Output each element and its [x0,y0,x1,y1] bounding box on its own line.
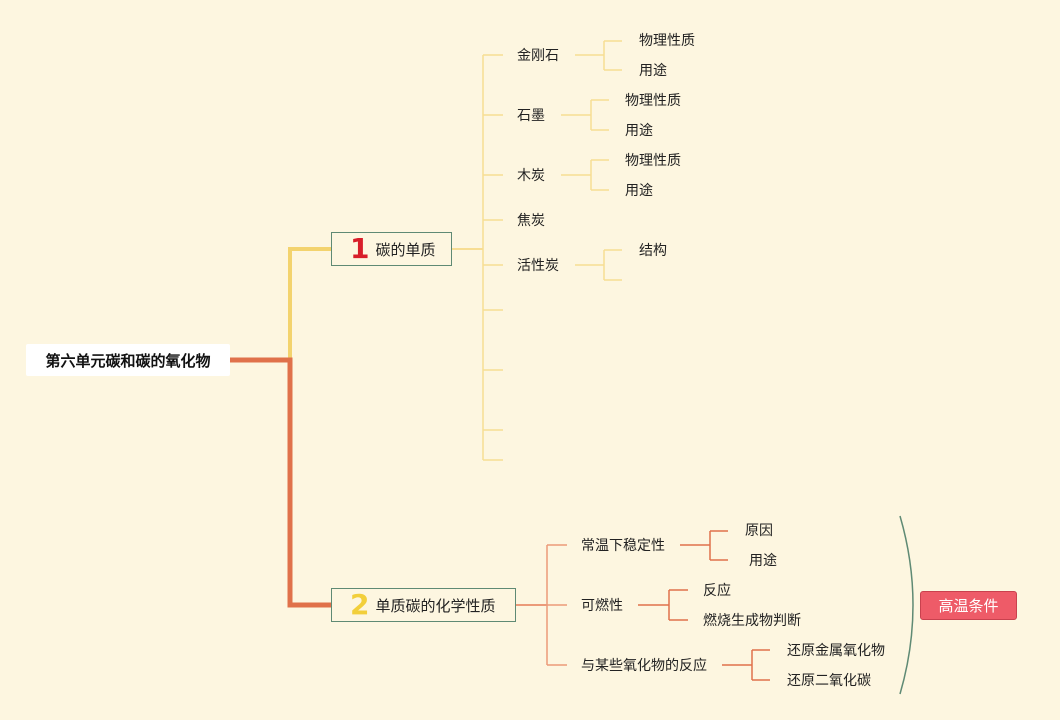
node-charcoal-physical-properties[interactable]: 物理性质 [625,153,681,169]
connector-reaction-children [722,649,770,681]
node-stability-reason[interactable]: 原因 [745,523,773,539]
summary-tag-label: 高温条件 [938,597,999,615]
topic-carbon-chemical-properties[interactable]: 2 单质碳的化学性质 [331,588,516,622]
node-reduce-carbon-dioxide[interactable]: 还原二氧化碳 [787,673,871,689]
node-diamond-physical-properties[interactable]: 物理性质 [639,33,695,49]
node-reaction-with-oxides[interactable]: 与某些氧化物的反应 [581,658,707,674]
connector-stability-children [680,530,728,561]
root-node[interactable]: 第六单元碳和碳的氧化物 [26,344,230,376]
node-stability-uses[interactable]: 用途 [749,553,777,569]
connector-root-branch2 [230,357,331,608]
node-diamond[interactable]: 金刚石 [517,48,559,64]
node-charcoal-uses[interactable]: 用途 [625,183,653,199]
topic-number-1: 1 [350,232,370,265]
summary-bracket [899,515,914,695]
summary-tag-high-temperature[interactable]: 高温条件 [920,591,1017,620]
connector-activated-carbon-children [575,249,622,281]
node-charcoal[interactable]: 木炭 [517,168,545,184]
connector-graphite-children [561,99,609,131]
connector-root-branch1 [230,247,331,362]
connector-combustibility-children [638,589,688,621]
node-reduce-metal-oxides[interactable]: 还原金属氧化物 [787,643,885,659]
topic-carbon-elements-label: 碳的单质 [375,240,436,259]
node-activated-carbon-structure[interactable]: 结构 [639,243,667,259]
node-coke[interactable]: 焦炭 [517,213,545,229]
node-activated-carbon[interactable]: 活性炭 [517,258,559,274]
connector-branch1-ticks [483,54,503,461]
topic-carbon-elements[interactable]: 1 碳的单质 [331,232,452,266]
connector-charcoal-children [561,159,609,191]
connector-branch2-spine [546,544,567,666]
connector-diamond-children [575,40,622,71]
node-combustion-reaction[interactable]: 反应 [703,583,731,599]
node-diamond-uses[interactable]: 用途 [639,63,667,79]
node-combustibility[interactable]: 可燃性 [581,598,623,614]
topic-carbon-chemical-properties-label: 单质碳的化学性质 [375,596,496,615]
topic-number-2: 2 [350,588,370,621]
node-graphite-physical-properties[interactable]: 物理性质 [625,93,681,109]
node-graphite[interactable]: 石墨 [517,108,545,124]
root-node-label: 第六单元碳和碳的氧化物 [45,351,211,370]
node-graphite-uses[interactable]: 用途 [625,123,653,139]
node-room-temperature-stability[interactable]: 常温下稳定性 [581,538,665,554]
node-combustion-product-judgement[interactable]: 燃烧生成物判断 [703,613,801,629]
